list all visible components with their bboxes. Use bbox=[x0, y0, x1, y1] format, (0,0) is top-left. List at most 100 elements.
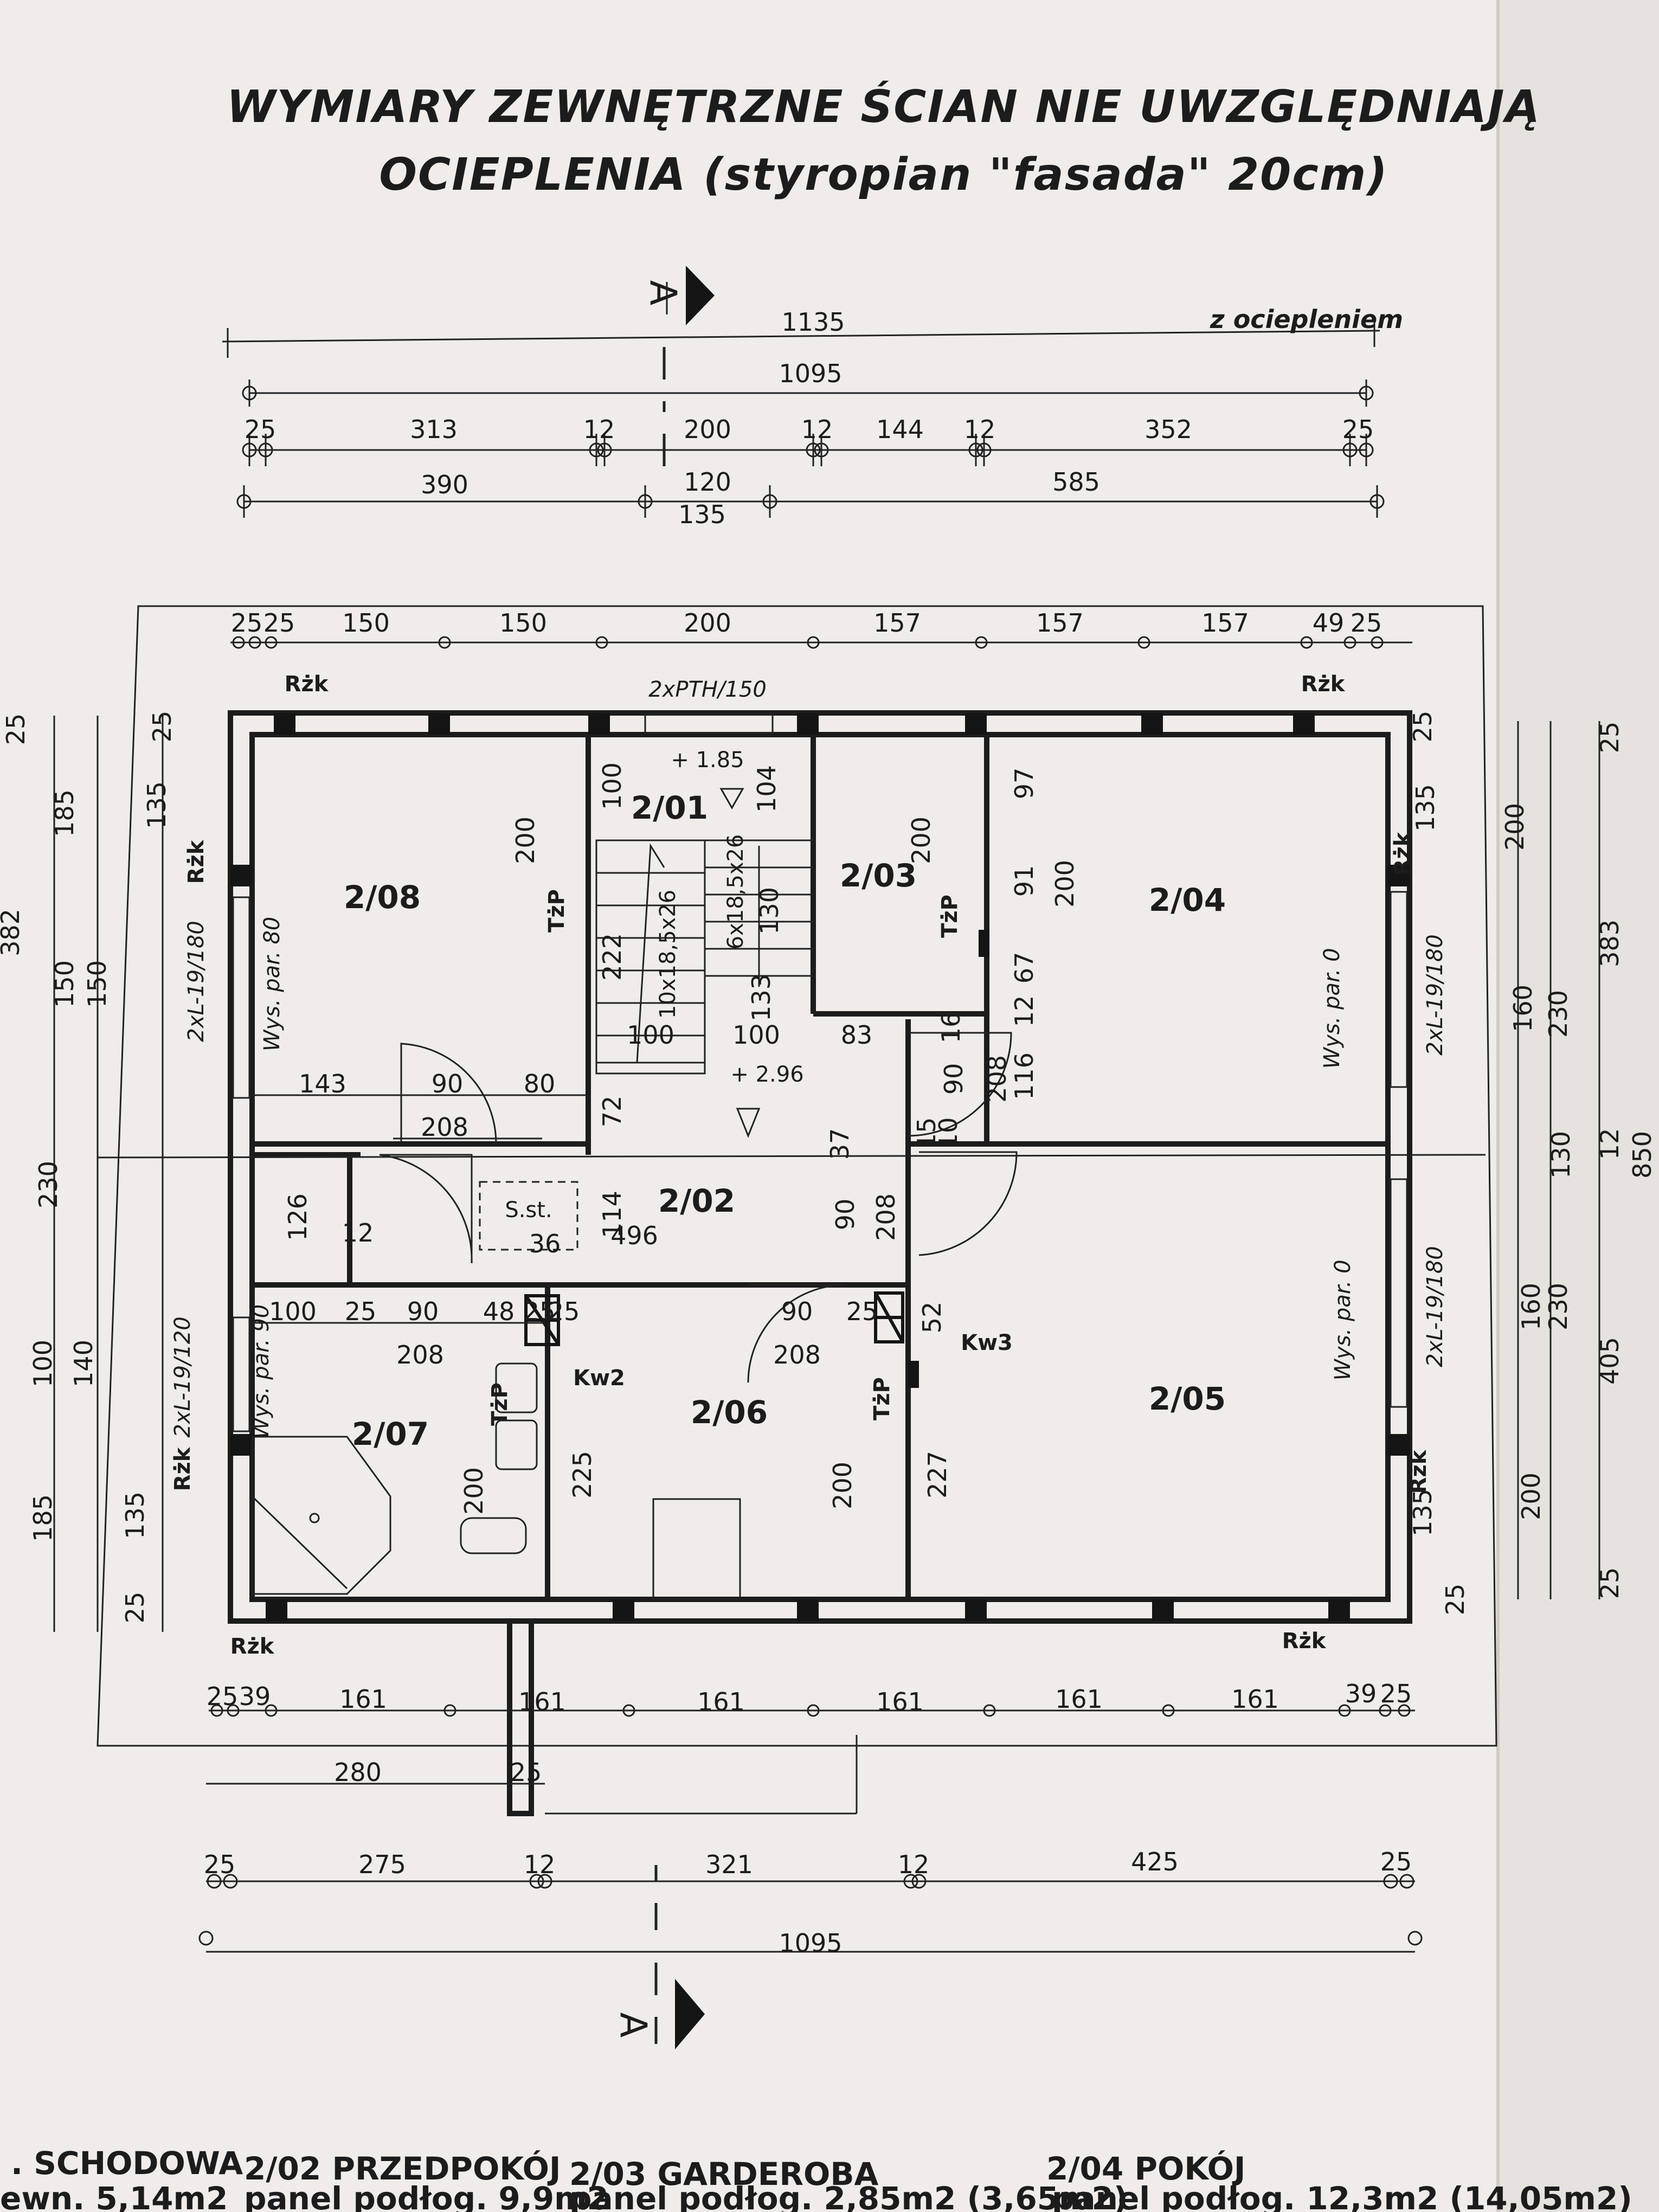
dim-208-0: 143 bbox=[299, 1069, 346, 1098]
legend-item-2-sub: panel podłog. 2,85m2 (3,65m2) bbox=[569, 2180, 1128, 2212]
dim-201-2: 200 bbox=[511, 816, 540, 864]
dim-r4-2: 585 bbox=[1052, 467, 1100, 497]
dim-r3-3: 200 bbox=[684, 415, 731, 444]
section-marker-bottom: A bbox=[612, 1865, 705, 2049]
room-label-2-01: 2/01 bbox=[631, 789, 708, 826]
dim-right-c2: 405 bbox=[1595, 1337, 1624, 1385]
dim-right-135: 135 bbox=[1411, 784, 1440, 832]
dim-b3-3: 321 bbox=[705, 1850, 753, 1879]
label-window-2: 2xL-19/180 bbox=[1423, 934, 1448, 1055]
dim-1095: 1095 bbox=[779, 359, 842, 388]
dim-it-8: 49 bbox=[1313, 608, 1345, 638]
dim-b3-6: 25 bbox=[1380, 1847, 1412, 1876]
room-label-2-07: 2/07 bbox=[352, 1416, 429, 1452]
dim-left3-2: 135 bbox=[120, 1491, 150, 1539]
dim-b-1: 39 bbox=[239, 1682, 271, 1711]
label-rzk-4: Rżk bbox=[1390, 831, 1415, 876]
title-line-2: OCIEPLENIA (styropian "fasada" 20cm) bbox=[379, 149, 1388, 201]
label-window-4: 2xL-19/120 bbox=[170, 1316, 195, 1437]
dim-280: 280 bbox=[334, 1758, 382, 1787]
section-cut-line bbox=[97, 1154, 1486, 1159]
dim-b-5: 161 bbox=[876, 1687, 924, 1716]
legend-item-1-code: 2/02 PRZEDPOKÓJ bbox=[244, 2150, 561, 2187]
label-wys-90: Wys. par. 90 bbox=[249, 1304, 274, 1439]
label-tzp-4: TżP bbox=[487, 1382, 512, 1426]
dim-r3-0: 25 bbox=[245, 415, 276, 444]
dim-right-b0: 230 bbox=[1544, 990, 1573, 1038]
label-rzk-7: Rżk bbox=[230, 1634, 275, 1659]
dim-203-9: 90 bbox=[939, 1063, 968, 1095]
section-letter-bottom: A bbox=[612, 2012, 654, 2038]
room-label-2-08: 2/08 bbox=[344, 879, 421, 916]
dim-right-5: 200 bbox=[1516, 1472, 1546, 1520]
dim-left-2: 150 bbox=[50, 960, 79, 1008]
dim-207-0: 100 bbox=[269, 1297, 317, 1326]
dim-202-2: 36 bbox=[529, 1229, 561, 1258]
label-pth: 2xPTH/150 bbox=[648, 677, 767, 702]
dim-207-3: 48 bbox=[483, 1297, 515, 1326]
doors bbox=[379, 1032, 1018, 1600]
room-label-2-06: 2/06 bbox=[691, 1394, 768, 1431]
dim-total-1095: 1095 bbox=[779, 1928, 842, 1958]
dim-b3-1: 275 bbox=[358, 1850, 406, 1879]
dim-left2-0: 150 bbox=[82, 960, 112, 1008]
legend-item-2-code: 2/03 GARDEROBA bbox=[569, 2156, 879, 2192]
bottom-dimensions: 25 39 161 161 161 161 161 161 39 25 280 … bbox=[198, 1679, 1423, 1958]
label-wys-0-1: Wys. par. 0 bbox=[1320, 948, 1345, 1069]
dim-b3-4: 12 bbox=[898, 1850, 930, 1879]
dim-207-4: 25 bbox=[524, 1297, 556, 1326]
dim-left2-1: 140 bbox=[69, 1340, 98, 1387]
dim-202-0: 114 bbox=[597, 1191, 627, 1238]
dim-201-8: 83 bbox=[841, 1020, 873, 1050]
dim-b3-0: 25 bbox=[204, 1850, 236, 1879]
label-kw3: Kw3 bbox=[961, 1330, 1013, 1355]
wall-piers bbox=[230, 713, 1410, 1621]
dim-b-6: 161 bbox=[1055, 1684, 1103, 1714]
dim-206-4: 200 bbox=[828, 1462, 857, 1509]
title-line-1: WYMIARY ZEWNĘTRZNE ŚCIAN NIE UWZGLĘDNIAJ… bbox=[227, 80, 1541, 133]
dim-1135: 1135 bbox=[781, 307, 845, 337]
dim-r3-1: 313 bbox=[410, 415, 458, 444]
dim-201-3: 222 bbox=[597, 933, 627, 981]
dim-left-3: 230 bbox=[34, 1161, 63, 1208]
dim-202-5: 37 bbox=[825, 1128, 854, 1160]
dim-right-b1: 230 bbox=[1544, 1283, 1573, 1330]
legend-item-3-code: 2/04 POKÓJ bbox=[1046, 2150, 1245, 2187]
dim-280-25: 25 bbox=[510, 1758, 542, 1787]
dim-b3-2: 12 bbox=[524, 1850, 556, 1879]
dim-206-2: 25 bbox=[846, 1297, 878, 1326]
dim-left-1: 185 bbox=[50, 789, 79, 837]
label-rzk-6: Rżk bbox=[1406, 1449, 1431, 1494]
right-dimensions: 25 135 200 160 130 160 200 25 135 230 23… bbox=[1408, 711, 1657, 1616]
dim-left3-1: 135 bbox=[142, 781, 171, 829]
dim-b-3: 161 bbox=[518, 1687, 566, 1716]
dim-201-7: 100 bbox=[732, 1020, 780, 1050]
room-label-2-02: 2/02 bbox=[658, 1182, 735, 1219]
dim-right-0: 25 bbox=[1408, 711, 1437, 743]
dim-201-6: 100 bbox=[627, 1020, 674, 1050]
label-stairs-1: 10x18,5x26 bbox=[655, 890, 680, 1019]
dim-right-c3: 25 bbox=[1595, 1567, 1624, 1599]
dim-202-7: 208 bbox=[871, 1193, 901, 1241]
room-label-2-05: 2/05 bbox=[1149, 1380, 1226, 1417]
dim-right-c4: 25 bbox=[1595, 722, 1624, 754]
dim-r3-6: 12 bbox=[964, 415, 996, 444]
dim-it-1: 25 bbox=[263, 608, 295, 638]
legend-item-3-sub: panel podłog. 12,3m2 (14,05m2) bbox=[1052, 2180, 1632, 2212]
room-label-2-04: 2/04 bbox=[1149, 882, 1226, 918]
label-rzk-1: Rżk bbox=[285, 672, 329, 697]
dim-203-0: 200 bbox=[906, 816, 936, 864]
dim-203-5: 67 bbox=[1009, 952, 1039, 984]
staircase bbox=[595, 788, 813, 1139]
dim-202-3: 12 bbox=[342, 1218, 374, 1248]
dim-207-7: 200 bbox=[459, 1467, 488, 1515]
dim-left-0: 25 bbox=[1, 713, 30, 745]
legend-item-0-code: . SCHODOWA bbox=[11, 2145, 243, 2182]
dim-208-1: 90 bbox=[432, 1069, 464, 1098]
inner-top-dimensions: 25 25 150 150 200 157 157 157 49 25 bbox=[230, 608, 1412, 649]
bathroom-fixtures bbox=[251, 1362, 538, 1595]
dim-203-6: 16 bbox=[936, 1012, 966, 1044]
dim-201-0: 100 bbox=[597, 762, 627, 810]
